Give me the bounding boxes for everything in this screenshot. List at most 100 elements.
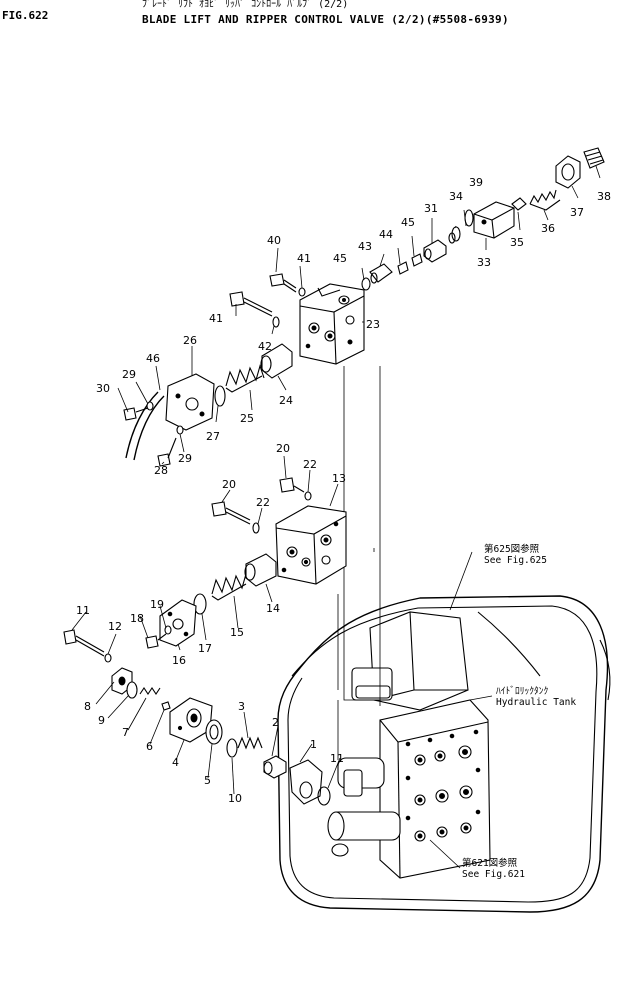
label-5: 5 bbox=[204, 774, 211, 787]
label-15: 15 bbox=[230, 626, 244, 639]
part-24-piston bbox=[260, 343, 293, 379]
ref-fig621-jp: 第621図参照 bbox=[462, 857, 518, 869]
label-24: 24 bbox=[279, 394, 293, 407]
label-44: 45 bbox=[401, 216, 415, 229]
label-31: 31 bbox=[424, 202, 438, 215]
part-16-cover bbox=[159, 599, 197, 647]
label-32: 33 bbox=[477, 256, 491, 269]
label-41-lower: 42 bbox=[258, 340, 272, 353]
figure-number: FIG.622 bbox=[2, 9, 49, 22]
part-5-ring bbox=[205, 719, 223, 745]
label-10: 10 bbox=[228, 792, 242, 805]
label-22-upper: 22 bbox=[303, 458, 317, 471]
label-28: 28 bbox=[154, 464, 168, 477]
part-9-washer bbox=[126, 681, 138, 699]
valve-port-holes bbox=[405, 729, 481, 842]
label-34: 35 bbox=[510, 236, 524, 249]
part-35-spring bbox=[529, 189, 561, 211]
label-43: 44 bbox=[379, 228, 393, 241]
label-23: 23 bbox=[366, 318, 380, 331]
label-41-upper: 41 bbox=[297, 252, 311, 265]
part-25-spring bbox=[225, 364, 265, 393]
label-18: 18 bbox=[130, 612, 144, 625]
part-18-bolt bbox=[145, 633, 167, 649]
part-40-long-bolt bbox=[229, 291, 273, 317]
label-27: 27 bbox=[206, 430, 220, 443]
main-control-valve bbox=[327, 611, 491, 879]
part-32-valve-body bbox=[473, 201, 515, 239]
part-1-elbow bbox=[289, 759, 323, 805]
label-26: 26 bbox=[183, 334, 197, 347]
label-21: 20 bbox=[276, 442, 290, 455]
label-22-lower: 22 bbox=[256, 496, 270, 509]
assembly-leader-lines bbox=[337, 366, 381, 760]
part-20-long-bolt bbox=[211, 501, 251, 525]
ref-fig625-en: See Fig.625 bbox=[484, 555, 547, 566]
part-46-hose bbox=[133, 395, 165, 461]
part-7-spring bbox=[139, 687, 161, 695]
part-33-washer bbox=[451, 226, 461, 242]
lower-valve-group bbox=[63, 629, 331, 806]
label-2: 2 bbox=[272, 716, 279, 729]
label-38: 39 bbox=[469, 176, 483, 189]
part-39-bolt bbox=[269, 273, 297, 293]
label-7: 7 bbox=[122, 726, 129, 739]
part-34-poppet bbox=[511, 197, 527, 211]
label-25: 25 bbox=[240, 412, 254, 425]
label-16: 16 bbox=[172, 654, 186, 667]
part-4-cover bbox=[169, 697, 213, 743]
part-3-spring bbox=[237, 736, 263, 750]
ref-tank-en: Hydraulic Tank bbox=[496, 697, 576, 708]
part-37-plug bbox=[583, 147, 605, 169]
label-29-a: 29 bbox=[122, 368, 136, 381]
part-41-washer-upper bbox=[298, 287, 306, 297]
part-26-cover bbox=[165, 373, 215, 431]
part-30-bolt bbox=[123, 407, 149, 421]
label-4: 4 bbox=[172, 756, 179, 769]
part-23-valve-body bbox=[299, 283, 365, 365]
part-14-piston bbox=[244, 553, 277, 587]
part-19-washer bbox=[164, 625, 172, 635]
part-45-seal bbox=[361, 277, 371, 291]
part-12-washer bbox=[104, 653, 112, 663]
part-13-valve-body bbox=[275, 505, 347, 585]
label-11-upper: 11 bbox=[76, 604, 90, 617]
part-43-piece bbox=[397, 261, 409, 275]
part-2-piston bbox=[263, 755, 287, 779]
part-27-oring bbox=[214, 385, 226, 407]
part-number-labels: 38 37 36 35 33 39 34 31 45 44 43 45 23 4… bbox=[76, 176, 611, 805]
part-15-spring bbox=[211, 573, 247, 601]
label-6: 6 bbox=[146, 740, 153, 753]
reference-notes: 第625図参照 See Fig.625 ﾊｲﾄﾞﾛﾘｯｸﾀﾝｸ Hydrauli… bbox=[462, 543, 576, 880]
label-29-b: 29 bbox=[178, 452, 192, 465]
part-36-nut bbox=[555, 155, 581, 189]
label-1: 1 bbox=[310, 738, 317, 751]
ref-tank-jp: ﾊｲﾄﾞﾛﾘｯｸﾀﾝｸ bbox=[496, 686, 549, 697]
part-11-bolt bbox=[63, 629, 105, 657]
label-36: 37 bbox=[570, 206, 584, 219]
label-33: 34 bbox=[449, 190, 463, 203]
title-japanese: ﾌﾞﾚｰﾄﾞ ﾘﾌﾄ ｵﾖﾋﾞ ﾘｯﾊﾟ ｺﾝﾄﾛｰﾙ ﾊﾞﾙﾌﾞ (2/2) bbox=[142, 0, 349, 10]
label-13: 13 bbox=[332, 472, 346, 485]
middle-valve-group bbox=[145, 477, 347, 649]
upper-valve-group bbox=[123, 147, 605, 467]
ref-fig625-jp: 第625図参照 bbox=[484, 543, 540, 555]
part-42-plug bbox=[369, 263, 393, 284]
part-21-bolt bbox=[279, 477, 305, 493]
label-12: 12 bbox=[108, 620, 122, 633]
title-english: BLADE LIFT AND RIPPER CONTROL VALVE (2/2… bbox=[142, 13, 509, 26]
label-11-lower: 11 bbox=[330, 752, 344, 765]
hydraulic-tank bbox=[277, 595, 611, 913]
callout-leaders bbox=[71, 165, 601, 869]
label-45: 45 bbox=[333, 252, 347, 265]
part-22-washer-upper bbox=[304, 491, 312, 501]
part-22-washer-lower bbox=[252, 522, 260, 534]
label-8: 8 bbox=[84, 700, 91, 713]
part-17-oring bbox=[193, 593, 207, 615]
part-11-oring bbox=[317, 786, 331, 806]
label-3: 3 bbox=[238, 700, 245, 713]
part-6-pin bbox=[161, 701, 171, 711]
label-35: 36 bbox=[541, 222, 555, 235]
